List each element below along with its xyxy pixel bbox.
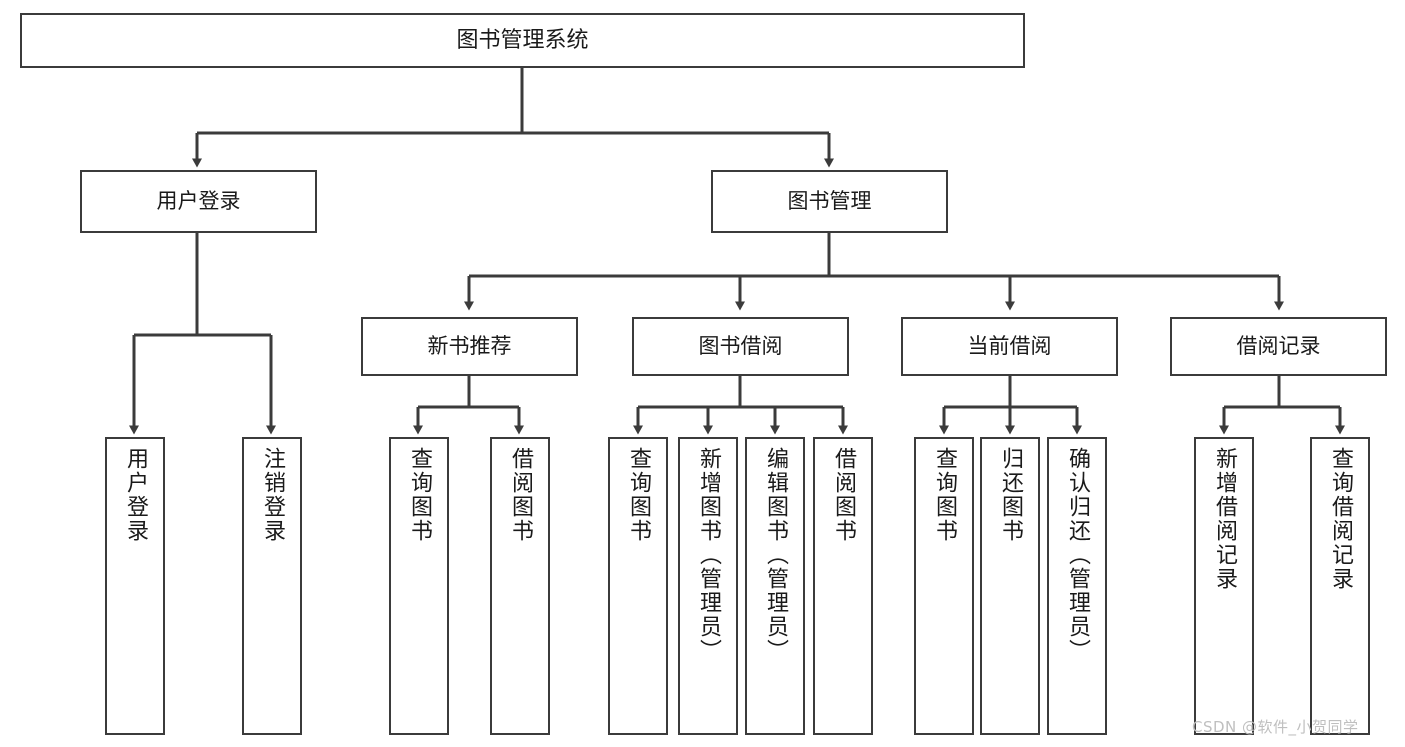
node-leaf-query-borrow-record[interactable]: 查询借阅记录 (1310, 437, 1370, 735)
node-label: 新增借阅记录 (1212, 447, 1237, 591)
node-leaf-user-login[interactable]: 用户登录 (105, 437, 165, 735)
node-label: 借阅图书 (831, 447, 856, 543)
node-new-book-recommend[interactable]: 新书推荐 (361, 317, 578, 376)
node-current-borrow[interactable]: 当前借阅 (901, 317, 1118, 376)
node-label: 确认归还（管理员） (1065, 447, 1090, 663)
node-label: 当前借阅 (967, 334, 1052, 359)
node-leaf-borrow-book[interactable]: 借阅图书 (813, 437, 873, 735)
node-leaf-return-book[interactable]: 归还图书 (980, 437, 1040, 735)
node-label: 借阅图书 (508, 447, 533, 543)
node-label: 图书借阅 (698, 334, 783, 359)
node-leaf-borrow-book-recommend[interactable]: 借阅图书 (490, 437, 550, 735)
node-label: 注销登录 (260, 447, 285, 543)
node-label: 图书管理系统 (456, 27, 589, 53)
node-label: 查询借阅记录 (1328, 447, 1353, 591)
node-label: 编辑图书（管理员） (763, 447, 788, 663)
node-book-borrow[interactable]: 图书借阅 (632, 317, 849, 376)
node-label: 新增图书（管理员） (696, 447, 721, 663)
node-leaf-edit-book[interactable]: 编辑图书（管理员） (745, 437, 805, 735)
node-label: 借阅记录 (1236, 334, 1321, 359)
node-leaf-confirm-return[interactable]: 确认归还（管理员） (1047, 437, 1107, 735)
node-label: 归还图书 (998, 447, 1023, 543)
node-label: 查询图书 (407, 447, 432, 543)
node-leaf-query-book-current[interactable]: 查询图书 (914, 437, 974, 735)
node-leaf-add-borrow-record[interactable]: 新增借阅记录 (1194, 437, 1254, 735)
node-leaf-query-book-borrow[interactable]: 查询图书 (608, 437, 668, 735)
node-label: 用户登录 (123, 447, 148, 543)
node-book-management-system[interactable]: 图书管理系统 (20, 13, 1025, 68)
node-leaf-query-book-recommend[interactable]: 查询图书 (389, 437, 449, 735)
node-label: 查询图书 (626, 447, 651, 543)
node-user-login[interactable]: 用户登录 (80, 170, 317, 233)
node-book-management[interactable]: 图书管理 (711, 170, 948, 233)
node-borrow-record[interactable]: 借阅记录 (1170, 317, 1387, 376)
node-label: 新书推荐 (427, 334, 512, 359)
node-label: 查询图书 (932, 447, 957, 543)
node-leaf-add-book[interactable]: 新增图书（管理员） (678, 437, 738, 735)
node-label: 图书管理 (787, 189, 872, 214)
node-label: 用户登录 (156, 189, 241, 214)
node-leaf-logout[interactable]: 注销登录 (242, 437, 302, 735)
